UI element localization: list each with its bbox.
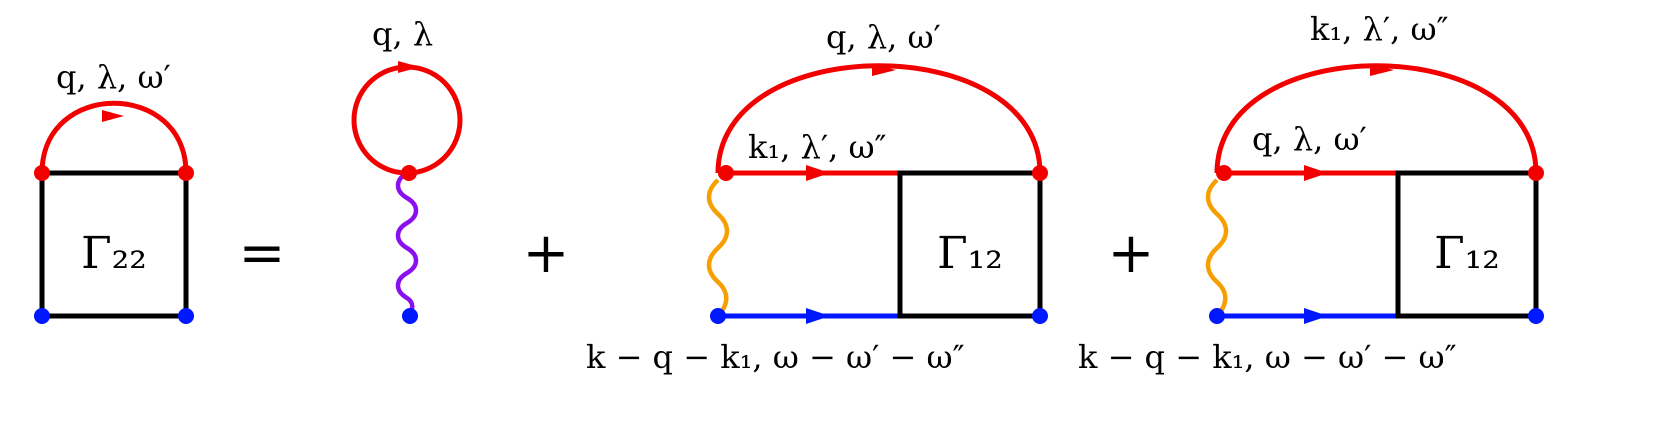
term1-vertex-top [401,165,417,181]
lhs-gamma22-box [39,170,189,319]
lhs-vertex-top-left [34,165,50,181]
term2-diagram: q, λ, ω′ k₁, λ′, ω″ Γ₁₂ k − q − k₁, ω − … [586,18,1048,376]
plus-sign-1: + [523,221,570,286]
lhs-arc-label: q, λ, ω′ [56,58,171,96]
term3-inner-arrow-icon [1304,165,1328,181]
plus-sign-2: + [1108,221,1155,286]
term3-bottom-label: k − q − k₁, ω − ω′ − ω″ [1078,338,1457,376]
term3-vertex-top-right [1528,165,1544,181]
term3-electron-arrow-icon [1304,308,1328,324]
term3-vertex-bottom-left [1209,308,1225,324]
term1-vertex-bottom [402,308,418,324]
term2-bottom-label: k − q − k₁, ω − ω′ − ω″ [586,338,965,376]
term2-wavy-interaction-line [706,178,730,318]
term1-loop-arrow-icon [398,61,420,73]
term2-vertex-bottom-right [1032,308,1048,324]
term1-wavy-interaction-line [395,171,419,317]
term3-vertex-bottom-right [1528,308,1544,324]
term3-outer-arc-label: k₁, λ′, ω″ [1310,10,1449,48]
lhs-vertex-bottom-left [34,308,50,324]
lhs-diagram: q, λ, ω′ Γ₂₂ [34,58,194,324]
term3-diagram: k₁, λ′, ω″ q, λ, ω′ Γ₁₂ k − q − k₁, ω − … [1078,10,1544,376]
lhs-vertex-bottom-right [178,308,194,324]
equals-sign: = [239,221,286,286]
term2-vertex-top-right [1032,165,1048,181]
term3-outer-arrow-icon [1370,64,1394,76]
term2-electron-arrow-icon [806,308,830,324]
term3-gamma12-label: Γ₁₂ [1434,228,1500,279]
term3-gamma12-box [1395,170,1539,319]
term2-outer-arrow-icon [872,64,896,76]
term2-gamma12-box [897,170,1043,319]
term3-inner-line-label: q, λ, ω′ [1252,120,1367,158]
term2-vertex-top-left [718,165,734,181]
term1-tadpole: q, λ [351,15,463,324]
term1-phonon-loop [351,64,463,176]
term2-inner-line-label: k₁, λ′, ω″ [748,128,887,166]
lhs-gamma22-label: Γ₂₂ [81,228,147,279]
lhs-vertex-top-right [178,165,194,181]
lhs-phonon-arc [39,100,189,174]
term2-vertex-bottom-left [710,308,726,324]
term2-inner-arrow-icon [806,165,830,181]
term2-gamma12-label: Γ₁₂ [937,228,1003,279]
term3-wavy-interaction-line [1205,178,1229,318]
lhs-arc-arrow-icon [102,110,124,122]
term2-outer-arc-label: q, λ, ω′ [826,18,941,56]
term3-vertex-top-left [1216,165,1232,181]
term1-loop-label: q, λ [372,15,433,53]
